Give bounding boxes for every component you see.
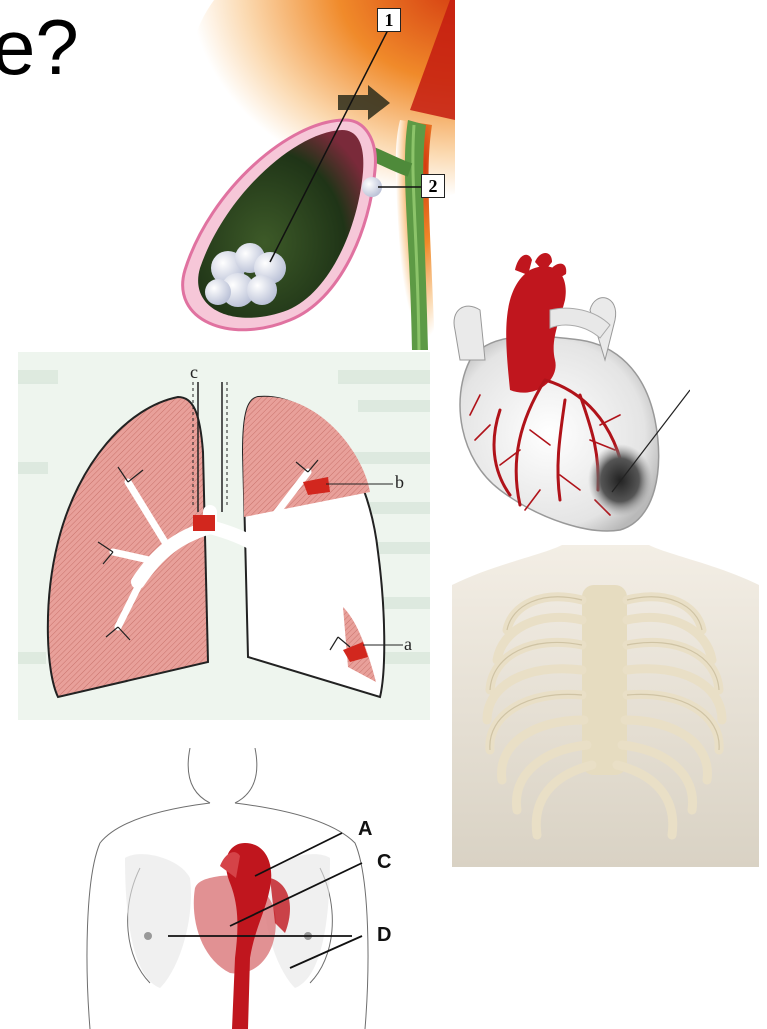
gallbladder-illustration: 1 2: [170, 0, 455, 350]
lungs-label-a: a: [404, 634, 412, 655]
torso-label-a: A: [358, 818, 372, 841]
gallbladder-label-1: 1: [377, 8, 401, 32]
torso-label-d: D: [377, 924, 391, 947]
torso-heart-illustration: A C D: [80, 748, 410, 1029]
lungs-diagram: c b a: [18, 352, 430, 720]
lungs-label-c: c: [190, 362, 198, 383]
ribcage-illustration: [452, 545, 759, 867]
torso-label-c: C: [377, 851, 391, 874]
lungs-label-b: b: [395, 472, 404, 493]
slide-title-fragment: e?: [0, 8, 79, 86]
gallbladder-label-2: 2: [421, 174, 445, 198]
heart-infarct-illustration: [440, 250, 690, 540]
